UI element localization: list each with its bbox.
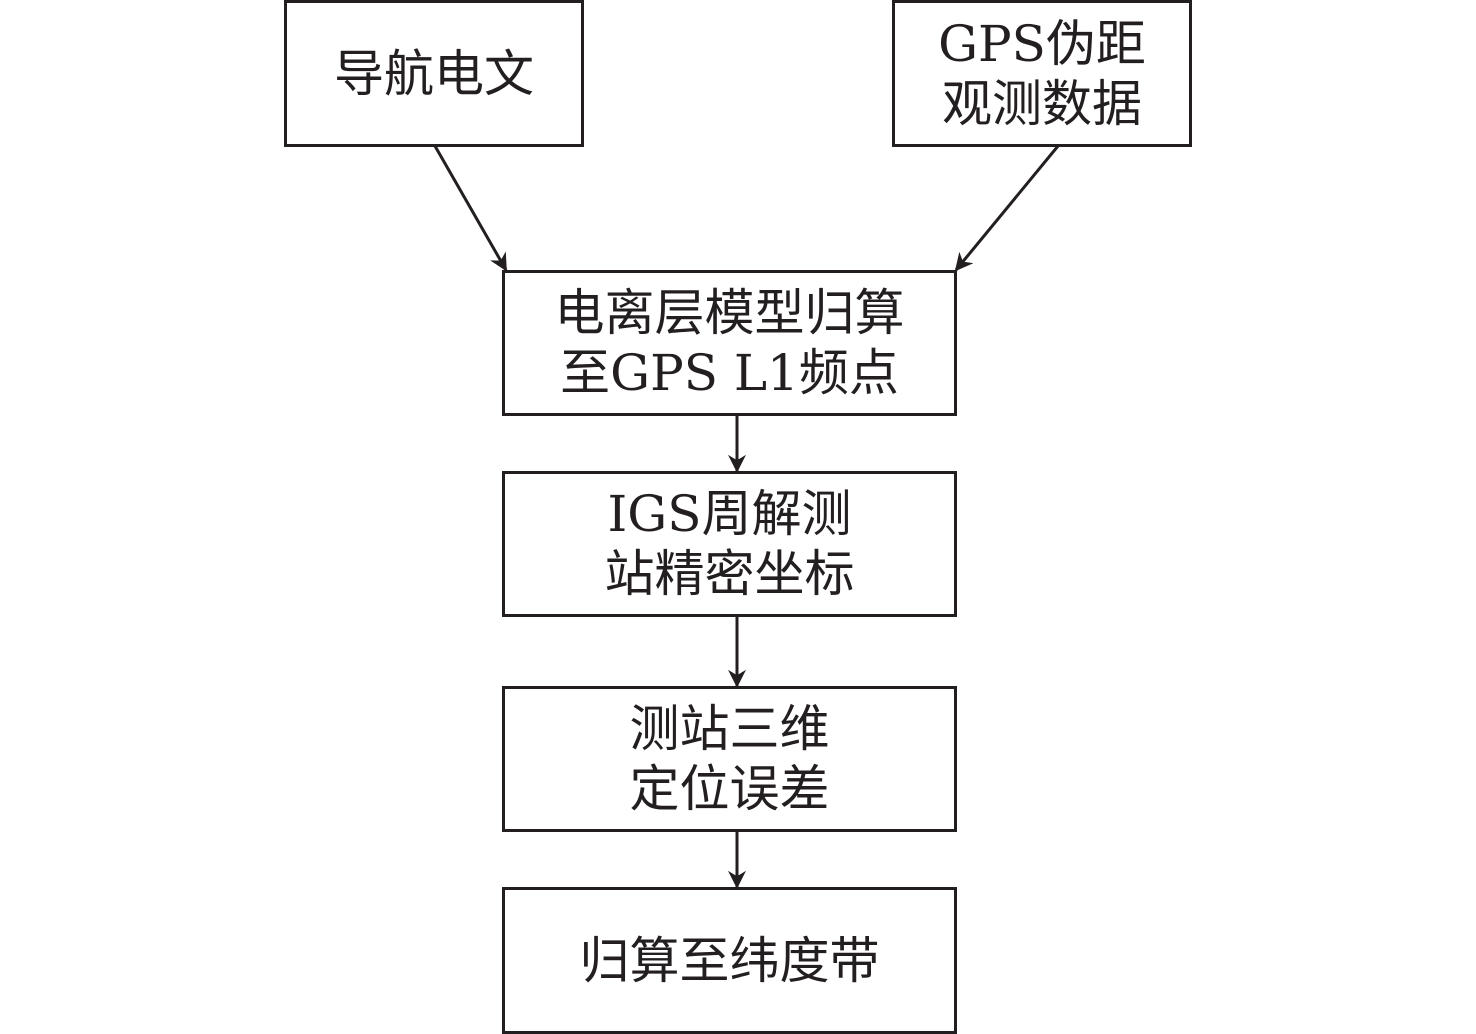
node-label-line-2: 至GPS L1频点: [560, 344, 899, 402]
node-label-line-2: 定位误差: [629, 760, 830, 818]
node-nav-message: 导航电文: [284, 0, 584, 147]
node-label-line-1: GPS伪距: [938, 14, 1146, 73]
node-label-line-1: IGS周解测: [607, 485, 852, 543]
node-label-line-1: 测站三维: [629, 700, 830, 758]
node-gps-pseudorange: GPS伪距 观测数据: [892, 0, 1192, 147]
node-igs-coordinates: IGS周解测 站精密坐标: [502, 471, 957, 617]
edge-gps-pseudorange-to-ionosphere-model: [954, 145, 1060, 272]
node-latitude-band: 归算至纬度带: [502, 887, 957, 1034]
node-label-line-2: 站精密坐标: [604, 545, 855, 603]
node-label: 归算至纬度带: [579, 931, 880, 990]
node-label-line-1: 电离层模型归算: [554, 284, 905, 342]
node-label-line-2: 观测数据: [942, 74, 1142, 133]
node-ionosphere-model: 电离层模型归算 至GPS L1频点: [502, 270, 957, 416]
node-positioning-error: 测站三维 定位误差: [502, 686, 957, 832]
edge-nav-message-to-ionosphere-model: [433, 145, 508, 272]
node-label: 导航电文: [334, 44, 534, 103]
